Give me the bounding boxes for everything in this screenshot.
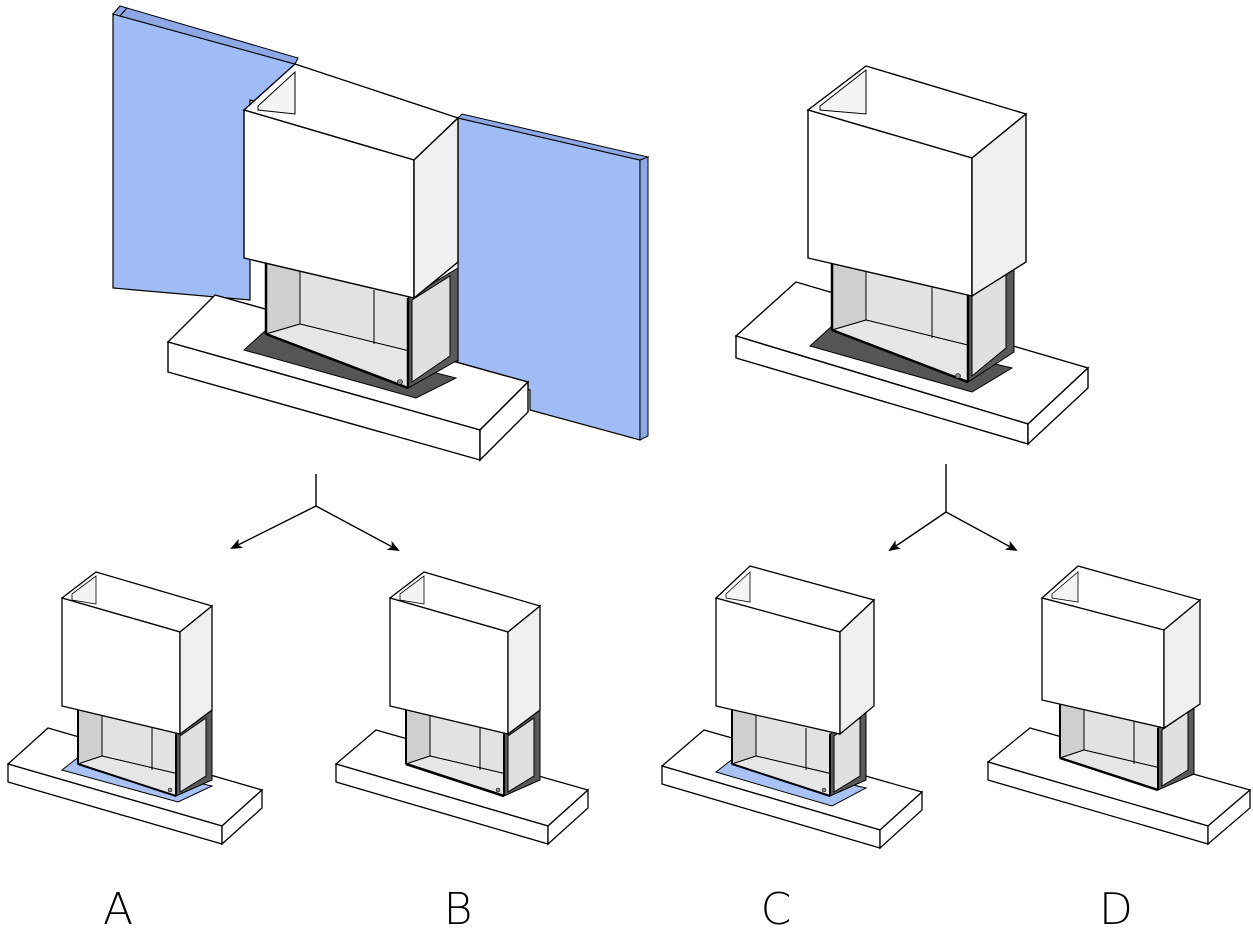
unit-no-walls	[734, 65, 1090, 446]
variant-label-a: A	[102, 884, 134, 935]
variant-b-unit	[334, 571, 590, 846]
unit-with-walls	[112, 5, 650, 462]
variant-label-b: B	[443, 884, 473, 935]
y-split-arrow-icon	[888, 464, 1018, 552]
variant-a-unit	[6, 571, 264, 846]
y-split-arrow-icon	[230, 474, 400, 551]
variant-label-d: D	[1099, 884, 1133, 935]
variant-c-unit	[660, 565, 924, 850]
variant-d-unit	[986, 565, 1252, 846]
variant-label-c: C	[760, 884, 792, 935]
